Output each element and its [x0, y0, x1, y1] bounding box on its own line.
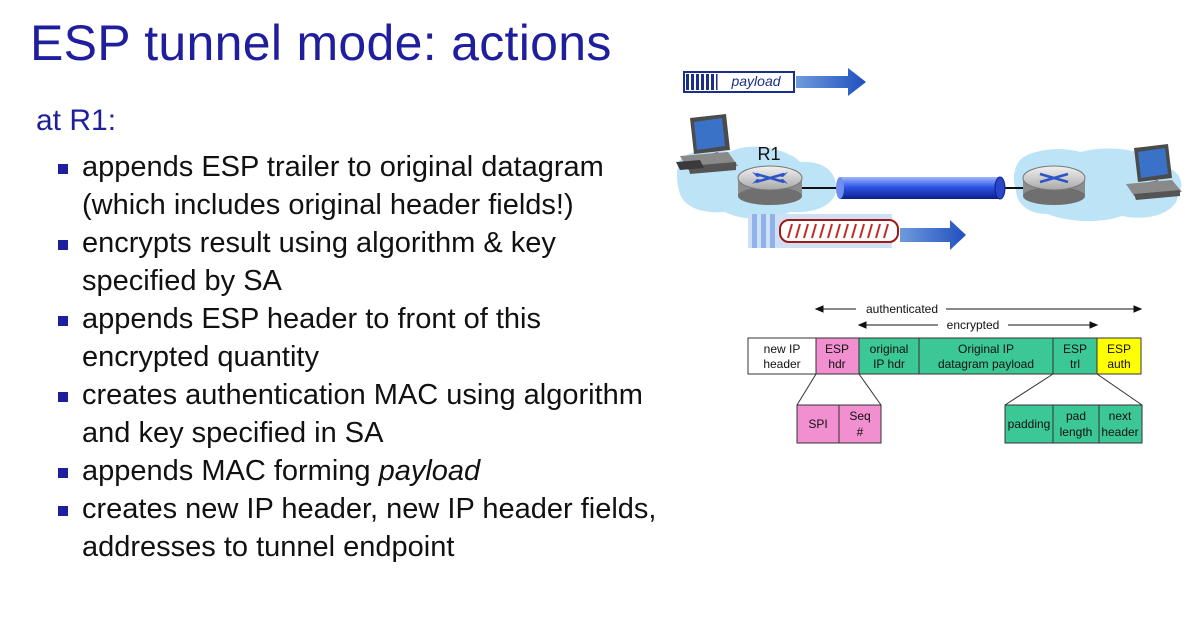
- field-text: datagram payload: [938, 357, 1034, 371]
- router-right-icon: [1022, 165, 1086, 205]
- seq-label: Seq: [849, 409, 870, 423]
- bullet-item: appends ESP header to front of this encr…: [58, 300, 658, 376]
- esp-trl-detail: [1004, 404, 1143, 444]
- bullet-text: appends ESP header to front of this encr…: [82, 303, 541, 373]
- slide-title: ESP tunnel mode: actions: [30, 15, 612, 71]
- pad-length-label: pad: [1066, 409, 1086, 423]
- right-arrow-icon: [796, 68, 866, 96]
- field-text: new IP: [764, 342, 801, 356]
- field-text: header: [763, 357, 800, 371]
- expansion-lines: [796, 373, 1143, 406]
- bullet-square-icon: [58, 392, 68, 402]
- field-original-ip-hdr: [858, 337, 920, 375]
- payload-arrow-top: payload: [683, 68, 866, 96]
- bullet-square-icon: [58, 316, 68, 326]
- bullet-item: encrypts result using algorithm & key sp…: [58, 224, 658, 300]
- bullet-item: appends ESP trailer to original datagram…: [58, 148, 658, 224]
- payload-label: payload: [730, 73, 781, 89]
- bullet-text: creates authentication MAC using algorit…: [82, 379, 643, 449]
- field-text: ESP: [1107, 342, 1131, 356]
- field-esp-hdr: [815, 337, 860, 375]
- encrypted-label: encrypted: [947, 318, 1000, 332]
- seq-label: #: [857, 425, 864, 439]
- bullet-item: creates authentication MAC using algorit…: [58, 376, 658, 452]
- right-arrow-icon: [900, 220, 966, 250]
- field-text: trl: [1070, 357, 1080, 371]
- bullet-item: appends MAC forming payload: [58, 452, 658, 490]
- encrypted-packet-arrow: [748, 214, 966, 250]
- bullet-text: appends ESP trailer to original datagram…: [82, 151, 604, 221]
- field-text: Original IP: [958, 342, 1014, 356]
- next-header-label: next: [1109, 409, 1132, 423]
- field-esp-trl: [1052, 337, 1098, 375]
- field-text: IP hdr: [873, 357, 905, 371]
- bullet-text: encrypts result using algorithm & key sp…: [82, 227, 556, 297]
- tunnel-tube: [836, 176, 1006, 200]
- pad-length-label: length: [1060, 425, 1093, 439]
- field-esp-auth: [1096, 337, 1142, 375]
- router-label: R1: [757, 144, 780, 164]
- bullet-italic-text: payload: [378, 455, 481, 487]
- field-text: ESP: [1063, 342, 1087, 356]
- field-text: original: [870, 342, 909, 356]
- field-text: auth: [1107, 357, 1130, 371]
- encrypted-range: [857, 321, 1099, 329]
- bullet-square-icon: [58, 240, 68, 250]
- authenticated-range: [814, 305, 1143, 313]
- bullet-text: appends MAC forming: [82, 455, 379, 487]
- bullet-square-icon: [58, 468, 68, 478]
- packet-fields: [747, 337, 1142, 375]
- bullet-text: creates new IP header, new IP header fie…: [82, 493, 657, 563]
- bullet-item: creates new IP header, new IP header fie…: [58, 490, 658, 566]
- bullet-list: appends ESP trailer to original datagram…: [58, 148, 658, 566]
- field-text: ESP: [825, 342, 849, 356]
- padding-label: padding: [1008, 417, 1051, 431]
- router-r1-icon: [737, 165, 803, 205]
- esp-hdr-detail: [796, 404, 882, 444]
- right-computer-icon: [1126, 144, 1182, 200]
- next-header-label: header: [1101, 425, 1138, 439]
- field-text: hdr: [828, 357, 845, 371]
- bullet-square-icon: [58, 164, 68, 174]
- left-computer-icon: [676, 114, 738, 174]
- bullet-square-icon: [58, 506, 68, 516]
- spi-label: SPI: [808, 417, 827, 431]
- authenticated-label: authenticated: [866, 302, 938, 316]
- subhead: at R1:: [36, 104, 117, 137]
